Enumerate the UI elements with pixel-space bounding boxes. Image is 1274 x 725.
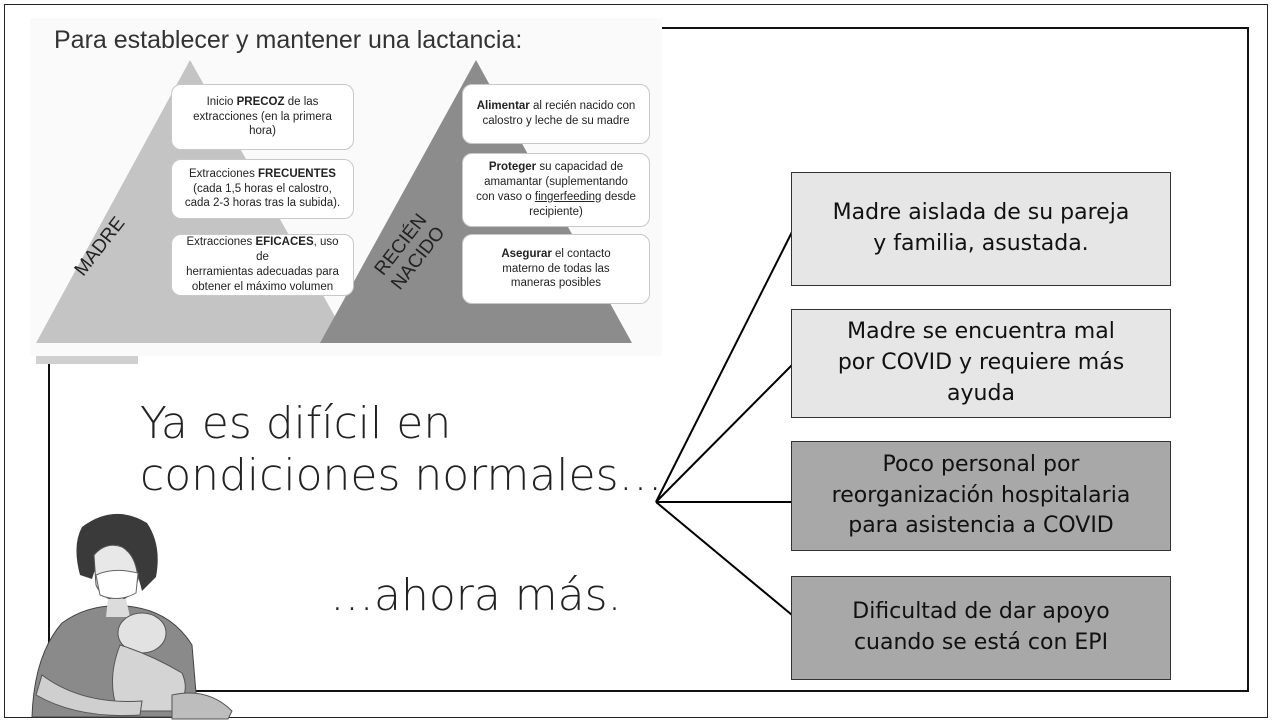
box-line: cuando se está con EPI	[853, 630, 1109, 655]
card-alimentar: Alimentar al recién nacido con calostro …	[462, 84, 650, 144]
box-line: ayuda	[947, 380, 1015, 406]
box-line: por COVID y requiere más	[837, 350, 1125, 376]
box-line: reorganización hospitalaria	[831, 482, 1131, 508]
card-proteger: Proteger su capacidad de amamantar (supl…	[462, 153, 650, 227]
box-madre-aislada: Madre aislada de su pareja y familia, as…	[791, 172, 1171, 286]
card-line: maneras posibles	[510, 277, 602, 290]
main-text: Ya es difícil en condiciones normales…	[140, 398, 663, 502]
card-line: recipiente)	[529, 205, 583, 218]
card-line: Proteger su capacidad de	[488, 161, 624, 174]
breastfeeding-illustration	[31, 513, 233, 720]
card-line: herramientas adecuadas para	[186, 266, 339, 278]
card-line: calostro y leche de su madre	[482, 115, 630, 127]
box-line: Madre se encuentra mal	[847, 319, 1115, 345]
card-line: amamantar (suplementando	[484, 176, 628, 189]
card-extracciones-frecuentes: Extracciones FRECUENTES (cada 1,5 horas …	[171, 159, 354, 219]
main-text-ahora: …ahora más.	[330, 570, 622, 621]
card-asegurar-contacto: Asegurar el contacto materno de todas la…	[462, 234, 650, 304]
main-text-line1: Ya es difícil en	[140, 398, 452, 449]
card-line: Asegurar el contacto	[501, 247, 611, 260]
box-line: Madre aislada de su pareja	[832, 200, 1130, 226]
box-line: y familia, asustada.	[873, 231, 1089, 256]
diagram-title: Para establecer y mantener una lactancia…	[54, 26, 523, 54]
card-line: (cada 1,5 horas el calostro,	[193, 182, 332, 195]
box-madre-covid: Madre se encuentra mal por COVID y requi…	[791, 309, 1171, 418]
main-text-line2: condiciones normales…	[140, 449, 663, 501]
card-line: hora)	[249, 125, 276, 138]
card-line: Extracciones FRECUENTES	[189, 167, 336, 180]
card-line: Alimentar al recién nacido con	[476, 100, 636, 113]
lactation-diagram-image: Para establecer y mantener una lactancia…	[30, 18, 662, 356]
neck	[106, 599, 130, 617]
card-inicio-precoz: Inicio PRECOZ de las extracciones (en la…	[171, 84, 354, 150]
card-line: cada 2-3 horas tras la subida).	[184, 197, 341, 210]
card-line: obtener el máximo volumen	[191, 280, 334, 293]
box-line: para asistencia a COVID	[848, 513, 1114, 539]
card-line: Extracciones EFICACES, uso de	[186, 236, 339, 264]
mask	[95, 569, 139, 599]
card-line: extracciones (en la primera	[193, 110, 332, 123]
card-line: materno de todas las	[502, 262, 610, 275]
box-line: Poco personal por	[882, 451, 1080, 477]
card-extracciones-eficaces: Extracciones EFICACES, uso de herramient…	[171, 234, 354, 296]
box-poco-personal: Poco personal por reorganización hospita…	[791, 441, 1171, 551]
card-line: con vaso o fingerfeeding desde	[476, 191, 636, 203]
card-line: Inicio PRECOZ de las	[206, 95, 319, 108]
knee	[171, 692, 233, 720]
box-dificultad-epi: Dificultad de dar apoyo cuando se está c…	[791, 576, 1171, 680]
mother-arm	[35, 674, 143, 717]
box-line: Dificultad de dar apoyo	[852, 599, 1110, 625]
